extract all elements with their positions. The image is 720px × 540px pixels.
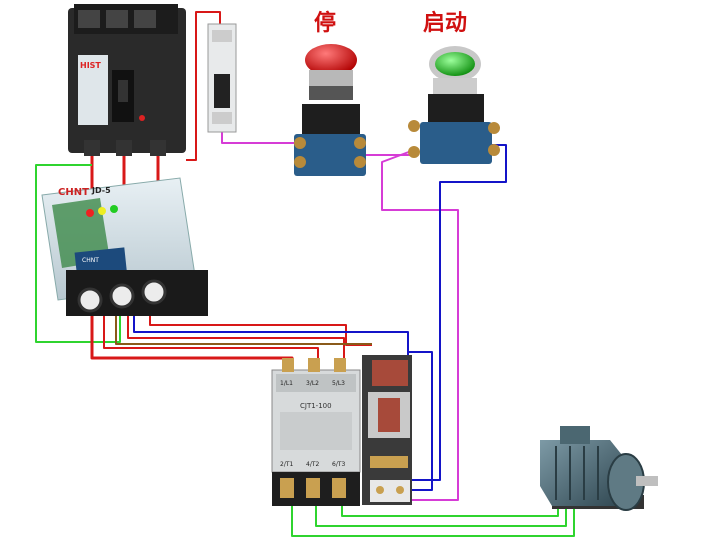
- circuit-breaker: HIST: [68, 4, 186, 156]
- start-label: 启动: [423, 10, 467, 36]
- wire-green-left-loop: [35, 164, 121, 343]
- protector-led-red: [86, 209, 94, 217]
- contactor: 1/L1 3/L2 5/L3 CJT1-100 2/T1 4/T2 6/T3: [271, 355, 412, 506]
- contactor-term-top-2: 3/L2: [306, 380, 319, 387]
- wire-magenta-switch-to-stop: [221, 130, 300, 144]
- contactor-term-top-1: 1/L1: [280, 380, 293, 387]
- wire-green-motor-1: [291, 500, 575, 537]
- motor-shaft: [636, 476, 658, 486]
- wires: [35, 11, 575, 537]
- start-button-cap: [435, 52, 475, 76]
- motor-protector: CHNT JD-5 CHNT: [41, 177, 208, 316]
- motor: [540, 426, 658, 511]
- switch-toggle: [214, 74, 230, 108]
- start-button-contact-block: [420, 122, 492, 164]
- contactor-term-bottom-1: 2/T1: [280, 461, 294, 468]
- breaker-brand: HIST: [80, 61, 101, 70]
- protector-led-yellow: [98, 207, 106, 215]
- wire-green-motor-3: [341, 500, 559, 517]
- start-button: [408, 46, 500, 164]
- stop-button-cap: [305, 44, 357, 76]
- contactor-term-bottom-2: 4/T2: [306, 461, 320, 468]
- stop-button: [294, 44, 366, 176]
- control-switch: [207, 23, 237, 133]
- wire-magenta-start-to-aux: [381, 149, 459, 501]
- protector-led-green: [110, 205, 118, 213]
- contactor-term-top-3: 5/L3: [332, 380, 345, 387]
- wire-green-motor-2: [315, 500, 567, 527]
- protector-model: JD-5: [91, 186, 111, 195]
- contactor-term-bottom-3: 6/T3: [332, 461, 346, 468]
- breaker-label-plate: [78, 55, 108, 125]
- wire-blue-start-to-contactor: [404, 144, 507, 481]
- protector-sub-brand: CHNT: [82, 257, 99, 264]
- stop-button-contact-block: [294, 134, 366, 176]
- stop-label: 停: [314, 10, 336, 36]
- contactor-model: CJT1-100: [300, 402, 332, 410]
- wire-red-breaker-to-switch: [186, 11, 221, 161]
- wire-red-out-3: [127, 300, 345, 370]
- protector-brand: CHNT: [58, 187, 89, 198]
